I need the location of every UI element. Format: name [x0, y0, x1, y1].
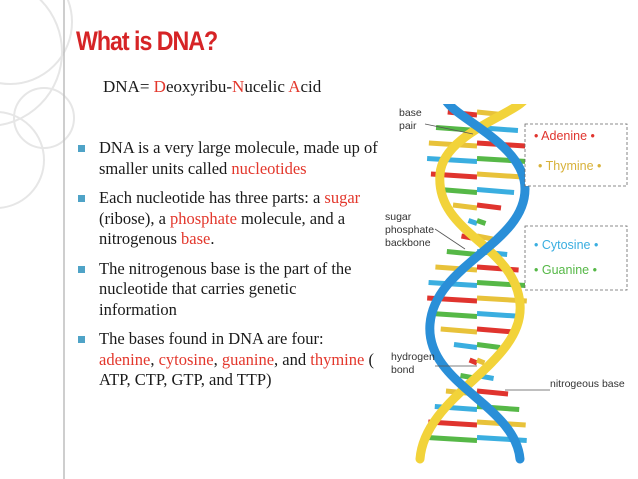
base-pair-rung: [476, 388, 509, 397]
base-pair-rung: [476, 326, 514, 335]
label-hydrogen-bond-line2: bond: [391, 364, 415, 376]
definition-part3: cid: [300, 77, 322, 96]
bullet-icon: [78, 265, 85, 273]
bullet-text: , and: [274, 349, 311, 369]
bullet-icon: [78, 145, 85, 152]
bullet-icon: [78, 336, 85, 343]
base-pair-rung: [468, 357, 478, 366]
legend-cg: • Cytosine • • Guanine •: [534, 238, 598, 277]
highlight-base: base: [181, 229, 211, 248]
page-title: What is DNA?: [76, 26, 218, 56]
base-pair-rung: [476, 357, 486, 366]
bullet-item: The bases found in DNA are four: adenine…: [78, 329, 378, 391]
bullet-text: (ribose), a: [99, 208, 171, 228]
bullet-text: The nitrogenous base is the part of the …: [99, 258, 352, 319]
dna-helix-diagram: base pair sugar phosphate backbone hydro…: [385, 104, 628, 464]
legend-thymine: • Thymine •: [538, 159, 601, 173]
sugar-phosphate-backbone-blue: [425, 104, 530, 464]
left-labels: base pair sugar phosphate backbone hydro…: [385, 107, 625, 391]
highlight-thymine: thymine: [310, 349, 365, 369]
base-pair-rung: [476, 171, 524, 180]
label-base-pair-line2: pair: [399, 120, 417, 132]
definition-part1: eoxyribu-: [165, 77, 233, 96]
highlight-guanine: guanine: [221, 349, 275, 369]
base-pair-rung: [476, 202, 502, 211]
definition-prefix: DNA=: [103, 77, 154, 96]
bullet-item: The nitrogenous base is the part of the …: [78, 259, 378, 321]
bullet-item: DNA is a very large molecule, made up of…: [78, 138, 378, 179]
label-base-pair-line1: base: [399, 107, 422, 119]
definition-initial-n: N: [232, 77, 245, 96]
bullet-text: DNA is a very large molecule, made up of…: [99, 138, 378, 178]
highlight-nucleotides: nucleotides: [231, 158, 307, 178]
legend-at: • Adenine • • Thymine •: [534, 129, 601, 173]
base-pair-rung: [446, 249, 478, 257]
legend-cytosine: • Cytosine •: [534, 238, 598, 252]
highlight-cytosine: cytosine: [158, 349, 214, 369]
bullet-text: ( ATP, CTP, GTP, and TTP): [99, 349, 374, 390]
base-pair-rung: [439, 187, 478, 195]
legend-box-cg: [524, 225, 628, 291]
bullet-text: ,: [150, 349, 159, 369]
bullet-text: The bases found in DNA are four:: [99, 329, 324, 348]
base-pair-rung: [476, 187, 515, 195]
base-pair-rung: [435, 264, 478, 273]
label-backbone-line2: phosphate: [385, 224, 434, 236]
base-pair-rung: [431, 311, 478, 319]
legend-box-at: [524, 123, 628, 187]
definition-initial-d: D: [153, 77, 166, 96]
legend-adenine: • Adenine •: [534, 129, 595, 143]
bullet-text: .: [210, 229, 215, 248]
bullet-list: DNA is a very large molecule, made up of…: [78, 138, 378, 400]
legend-guanine: • Guanine •: [534, 263, 597, 277]
label-hydrogen-bond-line1: hydrogen: [391, 351, 435, 363]
label-nitrogeous-base: nitrogeous base: [550, 378, 625, 390]
base-pair-rung: [426, 156, 478, 164]
definition-part2: ucelic: [244, 77, 289, 96]
base-pair-rung: [440, 326, 478, 335]
dna-definition: DNA= Deoxyribu-Nucelic Acid: [103, 77, 321, 97]
label-backbone-line1: sugar: [385, 211, 412, 223]
base-pair-rung: [427, 435, 478, 443]
base-pair-rung: [452, 202, 478, 211]
bullet-text: Each nucleotide has three parts: a: [99, 188, 325, 207]
base-pair-rung: [476, 264, 519, 273]
highlight-sugar: sugar: [324, 188, 361, 207]
base-pair-rung: [467, 218, 478, 226]
label-backbone-line3: backbone: [385, 237, 431, 249]
bullet-text: ,: [213, 349, 222, 369]
bullet-text: molecule, and a nitrogenous: [99, 208, 346, 249]
highlight-phosphate: phosphate: [170, 208, 237, 228]
definition-initial-a: A: [288, 77, 301, 96]
base-pair-rung: [476, 218, 487, 226]
base-pair-rung: [453, 342, 478, 350]
bullet-item: Each nucleotide has three parts: a sugar…: [78, 188, 378, 250]
highlight-adenine: adenine: [99, 349, 151, 369]
bullet-icon: [78, 195, 85, 202]
base-pair-rung: [476, 342, 501, 350]
